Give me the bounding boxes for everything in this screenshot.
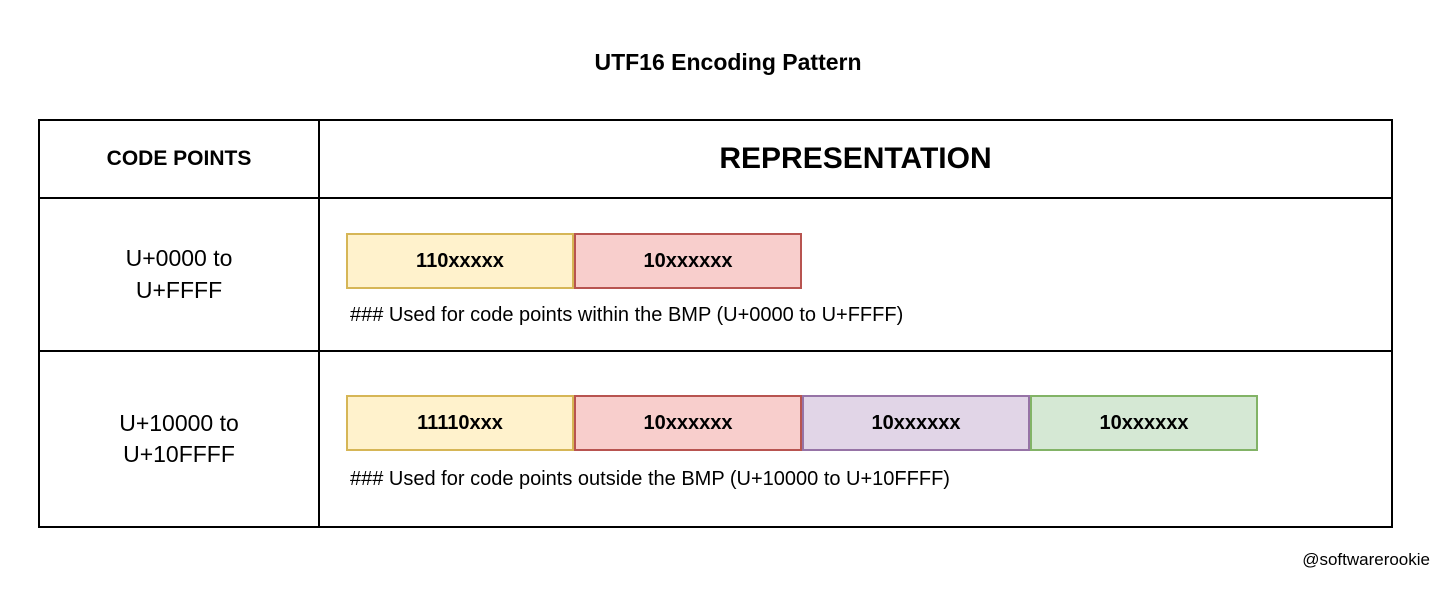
byte-box-lead: 11110xxx: [346, 395, 574, 451]
author-credit: @softwarerookie: [1302, 550, 1430, 569]
representation-supplementary: 11110xxx 10xxxxxx 10xxxxxx 10xxxxxx ### …: [320, 352, 1391, 526]
representation-bmp: 110xxxxx 10xxxxxx ### Used for code poin…: [320, 199, 1391, 350]
byte-box-continuation: 10xxxxxx: [1030, 395, 1258, 451]
encoding-table: CODE POINTS REPRESENTATION U+0000 to U+F…: [38, 119, 1393, 528]
byte-box-lead: 110xxxxx: [346, 233, 574, 289]
code-range-line: U+10FFFF: [123, 441, 235, 467]
byte-boxes-row: 11110xxx 10xxxxxx 10xxxxxx 10xxxxxx: [346, 395, 1258, 451]
table-row-supplementary: U+10000 to U+10FFFF 11110xxx 10xxxxxx 10…: [40, 350, 1391, 526]
row-caption: ### Used for code points within the BMP …: [350, 304, 904, 326]
byte-boxes-row: 110xxxxx 10xxxxxx: [346, 233, 802, 289]
code-points-range-bmp: U+0000 to U+FFFF: [40, 199, 320, 350]
byte-box-continuation: 10xxxxxx: [574, 233, 802, 289]
code-range-line: U+0000 to: [125, 245, 233, 272]
byte-box-continuation: 10xxxxxx: [802, 395, 1030, 451]
byte-box-continuation: 10xxxxxx: [574, 395, 802, 451]
header-representation: REPRESENTATION: [719, 142, 992, 175]
header-code-points: CODE POINTS: [40, 121, 320, 197]
row-caption: ### Used for code points outside the BMP…: [350, 468, 950, 490]
code-points-range-supplementary: U+10000 to U+10FFFF: [40, 352, 320, 526]
page-title: UTF16 Encoding Pattern: [594, 49, 862, 75]
table-header-row: CODE POINTS REPRESENTATION: [40, 121, 1391, 197]
code-range-line: U+10000 to: [119, 409, 239, 436]
code-range-line: U+FFFF: [135, 276, 223, 303]
table-row-bmp: U+0000 to U+FFFF 110xxxxx 10xxxxxx ### U…: [40, 197, 1391, 350]
